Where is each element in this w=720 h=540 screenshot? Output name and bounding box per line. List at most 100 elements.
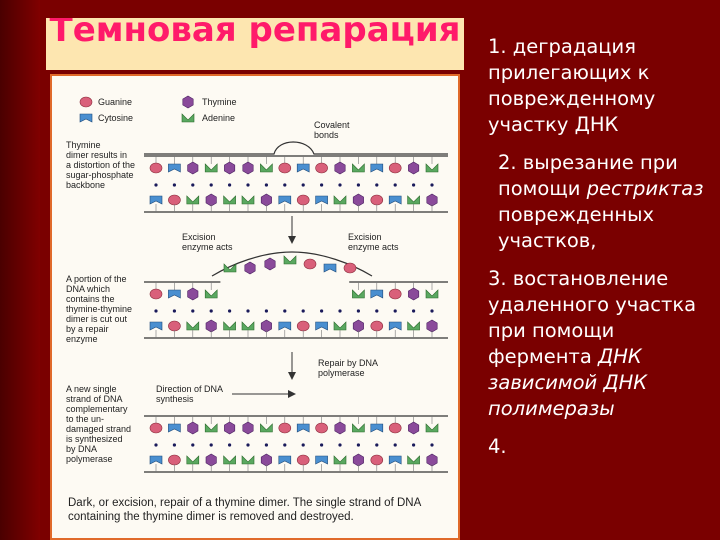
- top-base-3-4: [224, 421, 236, 435]
- pair-dot-3-4: [228, 443, 232, 447]
- pair-dot-2-8: [301, 309, 305, 313]
- bottom-base-3-9: [315, 455, 328, 465]
- step-2-enzyme: рестриктаз: [586, 177, 704, 200]
- slide-title: Темновая репарация: [49, 18, 461, 50]
- steps-text: 1. деградация прилегающих к поврежденном…: [488, 34, 714, 460]
- top-base-1-8: [296, 163, 310, 173]
- new-strand-note-line-6: is synthesized: [66, 434, 123, 444]
- legend-thymine-label: Thymine: [202, 97, 237, 107]
- pair-dot-3-15: [430, 443, 434, 447]
- dimer-note-line-5: backbone: [66, 180, 105, 190]
- legend-guanine-label: Guanine: [98, 97, 132, 107]
- pair-dot-3-7: [283, 443, 287, 447]
- pair-dot-1-10: [338, 183, 342, 187]
- bottom-base-1-1: [168, 194, 181, 206]
- new-strand-note-line-3: complementary: [66, 404, 128, 414]
- pair-dot-1-3: [209, 183, 213, 187]
- bottom-base-2-8: [296, 320, 310, 332]
- top-base-3-8: [296, 423, 310, 433]
- dimer-note-line-2: dimer results in: [66, 150, 127, 160]
- pair-dot-3-1: [172, 443, 176, 447]
- pair-dot-1-13: [393, 183, 397, 187]
- pair-dot-3-13: [393, 443, 397, 447]
- top-base-3-10: [334, 421, 346, 435]
- bottom-base-3-10: [333, 455, 347, 465]
- pair-dot-2-3: [209, 309, 213, 313]
- legend-cytosine-label: Cytosine: [98, 113, 133, 123]
- bottom-base-2-10: [333, 321, 347, 331]
- top-base-1-3: [204, 163, 218, 173]
- pair-dot-2-7: [283, 309, 287, 313]
- top-base-3-15: [425, 423, 439, 433]
- pair-dot-3-14: [412, 443, 416, 447]
- excision-right-label-line-2: enzyme acts: [348, 242, 399, 252]
- bottom-base-2-12: [370, 320, 384, 332]
- top-base-1-14: [408, 161, 420, 175]
- top-base-3-13: [388, 422, 402, 434]
- bottom-base-1-2: [186, 195, 200, 205]
- pair-dot-3-5: [246, 443, 250, 447]
- top-base-2-12: [370, 289, 384, 299]
- excised-base-6: [343, 262, 357, 274]
- excised-base-3: [283, 255, 297, 265]
- title-banner: Темновая репарация: [46, 18, 464, 70]
- excised-base-2: [264, 257, 276, 271]
- bottom-base-2-0: [149, 321, 163, 331]
- top-base-2-3: [204, 289, 218, 299]
- step-2-suffix: поврежденных участков,: [498, 203, 655, 252]
- pair-dot-3-8: [301, 443, 305, 447]
- top-base-1-11: [352, 163, 365, 173]
- step-2-prefix: 2. вырезание при помощи: [498, 151, 678, 200]
- top-base-1-10: [334, 161, 346, 175]
- excised-base-4: [303, 258, 317, 270]
- top-base-3-7: [278, 422, 292, 434]
- pair-dot-2-6: [264, 309, 268, 313]
- direction-note-line-1: Direction of DNA: [156, 384, 223, 394]
- pair-dot-1-12: [375, 183, 379, 187]
- repair-note-line-2: polymerase: [318, 368, 365, 378]
- bottom-base-2-7: [278, 321, 292, 331]
- legend-cytosine-icon: [79, 113, 93, 123]
- top-base-2-13: [388, 288, 402, 300]
- pair-dot-1-8: [301, 183, 305, 187]
- bottom-base-3-5: [241, 455, 255, 465]
- pair-dot-1-14: [412, 183, 416, 187]
- top-base-3-9: [315, 422, 328, 434]
- bottom-base-2-9: [315, 321, 328, 331]
- excision-left-label-line-2: enzyme acts: [182, 242, 233, 252]
- arrow-2-head: [288, 372, 296, 380]
- bottom-base-2-1: [168, 320, 181, 332]
- pair-dot-2-5: [246, 309, 250, 313]
- pair-dot-2-12: [375, 309, 379, 313]
- pair-dot-2-13: [393, 309, 397, 313]
- pair-dot-3-2: [191, 443, 195, 447]
- top-base-3-12: [370, 423, 384, 433]
- pair-dot-1-0: [154, 183, 158, 187]
- top-base-3-3: [204, 423, 218, 433]
- new-strand-note-line-8: polymerase: [66, 454, 113, 464]
- bottom-base-2-14: [407, 321, 420, 331]
- dimer-note-line-4: sugar-phosphate: [66, 170, 134, 180]
- top-base-1-5: [242, 161, 254, 175]
- bottom-base-1-9: [315, 195, 328, 205]
- top-base-3-14: [408, 421, 420, 435]
- pair-dot-2-9: [320, 309, 324, 313]
- top-base-1-7: [278, 162, 292, 174]
- top-base-3-5: [242, 421, 254, 435]
- bottom-base-3-2: [186, 455, 200, 465]
- dimer-bulge: [144, 141, 448, 155]
- bottom-base-2-13: [388, 321, 402, 331]
- top-base-1-12: [370, 163, 384, 173]
- pair-dot-2-1: [172, 309, 176, 313]
- excision-left-label-line-1: Excision: [182, 232, 216, 242]
- top-base-2-2: [187, 287, 199, 301]
- excised-base-0: [223, 263, 237, 273]
- legend-guanine-icon: [79, 96, 93, 108]
- bottom-base-2-5: [241, 321, 255, 331]
- pair-dot-3-3: [209, 443, 213, 447]
- legend-adenine-icon: [181, 113, 195, 123]
- bottom-base-3-14: [407, 455, 420, 465]
- pair-dot-1-4: [228, 183, 232, 187]
- step-4: 4.: [488, 435, 507, 458]
